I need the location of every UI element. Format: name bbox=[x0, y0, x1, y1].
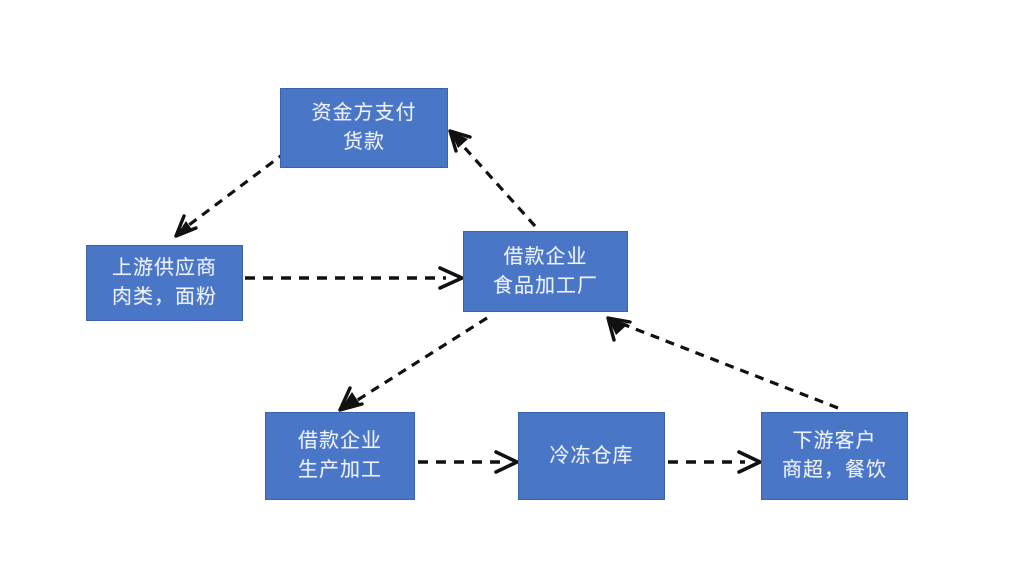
node-borrower-production[interactable]: 借款企业 生产加工 bbox=[265, 412, 415, 500]
node-production-line-1: 借款企业 bbox=[298, 430, 382, 452]
node-borrower-line-1: 借款企业 bbox=[503, 245, 588, 268]
node-funder-line-1: 资金方支付 bbox=[311, 102, 417, 124]
node-funder-payment[interactable]: 资金方支付 货款 bbox=[280, 88, 448, 168]
node-upstream-supplier[interactable]: 上游供应商 肉类，面粉 bbox=[86, 245, 243, 321]
edge-borrower-to-funder bbox=[448, 129, 537, 228]
node-borrower-line-2: 食品加工厂 bbox=[493, 274, 598, 297]
edge-customer-to-borrower bbox=[606, 316, 839, 410]
node-funder-line-2: 货款 bbox=[343, 131, 385, 153]
edge-coldstorage-to-customer bbox=[668, 450, 762, 474]
edge-supplier-to-borrower bbox=[245, 266, 464, 290]
node-coldstorage-line-1: 冷冻仓库 bbox=[549, 444, 634, 467]
node-supplier-line-1: 上游供应商 bbox=[112, 257, 217, 279]
node-borrower-food-factory[interactable]: 借款企业 食品加工厂 bbox=[463, 231, 628, 312]
node-customer-line-2: 商超，餐饮 bbox=[782, 459, 887, 481]
edge-funder-to-supplier bbox=[174, 150, 287, 238]
edge-production-to-coldstorage bbox=[418, 450, 519, 474]
node-cold-storage[interactable]: 冷冻仓库 bbox=[518, 412, 665, 500]
node-downstream-customer[interactable]: 下游客户 商超，餐饮 bbox=[761, 412, 908, 500]
edge-borrower-to-production bbox=[338, 316, 488, 412]
node-production-line-2: 生产加工 bbox=[298, 459, 382, 481]
node-customer-line-1: 下游客户 bbox=[792, 430, 877, 452]
node-supplier-line-2: 肉类，面粉 bbox=[112, 286, 217, 308]
